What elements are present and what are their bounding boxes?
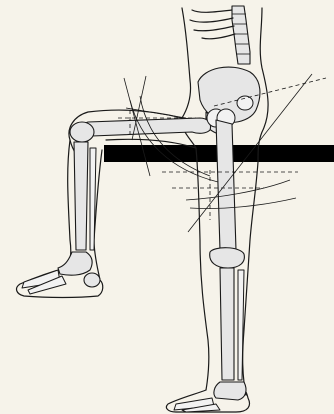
ribs xyxy=(190,10,235,39)
guide-arc-3 xyxy=(190,198,296,209)
guide-arc-4 xyxy=(186,180,290,200)
raised-foot-bones xyxy=(22,252,100,294)
raised-tibia xyxy=(74,142,96,250)
guide-arc-1 xyxy=(130,100,218,182)
spine xyxy=(232,6,250,64)
guide-line-4 xyxy=(126,108,186,118)
standing-tibia xyxy=(220,268,244,380)
